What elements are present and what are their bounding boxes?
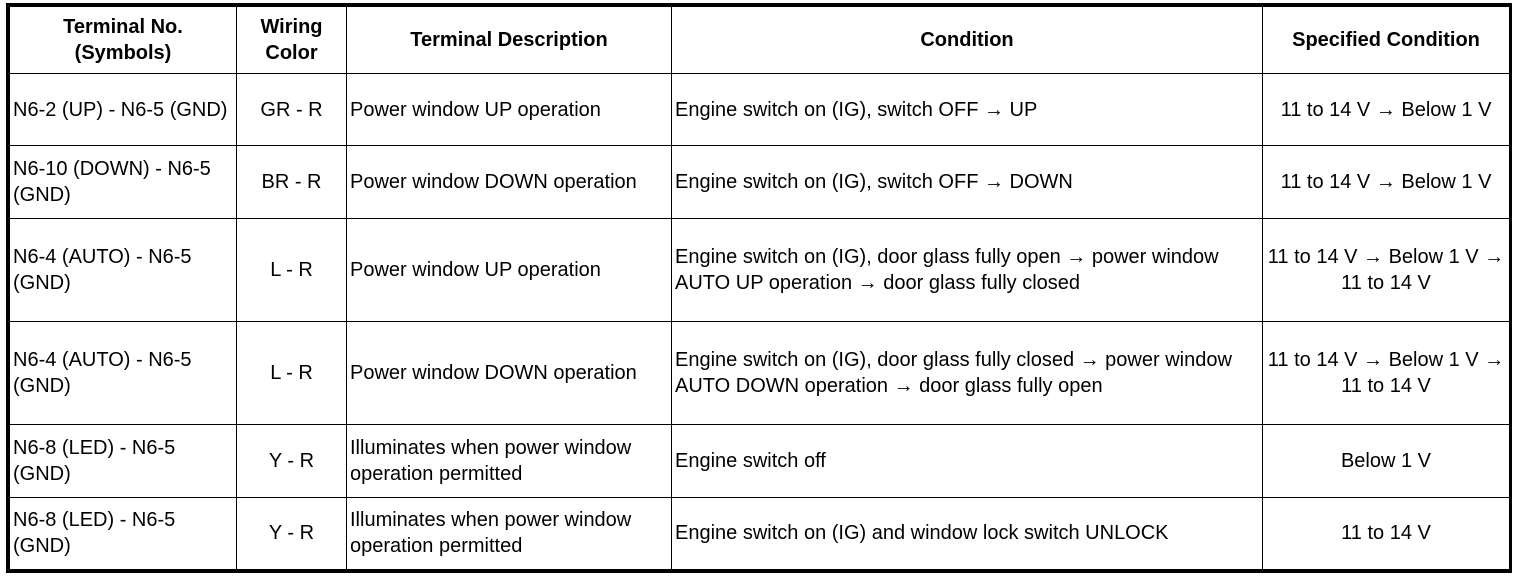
table-row: N6-8 (LED) - N6-5 (GND) Y - R Illuminate…	[9, 496, 1510, 571]
header-wiring-color: Wiring Color	[236, 6, 347, 74]
cell-wiring-color: L - R	[236, 217, 347, 322]
table-row: N6-4 (AUTO) - N6-5 (GND) L - R Power win…	[9, 217, 1510, 322]
cell-specified-condition: 11 to 14 V → Below 1 V → 11 to 14 V	[1262, 217, 1510, 322]
cell-terminal: N6-8 (LED) - N6-5 (GND)	[9, 424, 237, 498]
cell-specified-condition: 11 to 14 V	[1262, 496, 1510, 571]
cell-specified-condition: 11 to 14 V → Below 1 V	[1262, 145, 1510, 219]
cell-specified-condition: 11 to 14 V → Below 1 V	[1262, 72, 1510, 147]
cell-terminal: N6-10 (DOWN) - N6-5 (GND)	[9, 145, 237, 219]
cell-description: Power window DOWN operation	[346, 320, 672, 426]
cell-specified-condition: Below 1 V	[1262, 424, 1510, 498]
header-terminal-description: Terminal Description	[346, 6, 672, 74]
cell-wiring-color: BR - R	[236, 145, 347, 219]
terminal-table-frame: Terminal No. (Symbols) Wiring Color Term…	[6, 3, 1512, 573]
table-row: N6-8 (LED) - N6-5 (GND) Y - R Illuminate…	[9, 424, 1510, 498]
cell-terminal: N6-4 (AUTO) - N6-5 (GND)	[9, 320, 237, 426]
cell-condition: Engine switch on (IG), door glass fully …	[671, 217, 1263, 322]
cell-condition: Engine switch on (IG), door glass fully …	[671, 320, 1263, 426]
cell-terminal: N6-8 (LED) - N6-5 (GND)	[9, 496, 237, 571]
table-row: N6-10 (DOWN) - N6-5 (GND) BR - R Power w…	[9, 145, 1510, 219]
cell-terminal: N6-4 (AUTO) - N6-5 (GND)	[9, 217, 237, 322]
cell-condition: Engine switch on (IG), switch OFF → UP	[671, 72, 1263, 147]
header-condition: Condition	[671, 6, 1263, 74]
terminal-table: Terminal No. (Symbols) Wiring Color Term…	[9, 6, 1510, 571]
cell-terminal: N6-2 (UP) - N6-5 (GND)	[9, 72, 237, 147]
cell-wiring-color: Y - R	[236, 496, 347, 571]
table-header-row: Terminal No. (Symbols) Wiring Color Term…	[9, 6, 1510, 74]
cell-wiring-color: L - R	[236, 320, 347, 426]
cell-wiring-color: GR - R	[236, 72, 347, 147]
cell-specified-condition: 11 to 14 V → Below 1 V → 11 to 14 V	[1262, 320, 1510, 426]
header-terminal-no: Terminal No. (Symbols)	[9, 6, 237, 74]
header-specified-condition: Specified Condition	[1262, 6, 1510, 74]
cell-description: Illuminates when power window operation …	[346, 496, 672, 571]
cell-wiring-color: Y - R	[236, 424, 347, 498]
cell-description: Illuminates when power window operation …	[346, 424, 672, 498]
table-row: N6-2 (UP) - N6-5 (GND) GR - R Power wind…	[9, 72, 1510, 147]
table-row: N6-4 (AUTO) - N6-5 (GND) L - R Power win…	[9, 320, 1510, 426]
cell-description: Power window DOWN operation	[346, 145, 672, 219]
cell-description: Power window UP operation	[346, 217, 672, 322]
cell-condition: Engine switch on (IG), switch OFF → DOWN	[671, 145, 1263, 219]
cell-condition: Engine switch off	[671, 424, 1263, 498]
cell-condition: Engine switch on (IG) and window lock sw…	[671, 496, 1263, 571]
cell-description: Power window UP operation	[346, 72, 672, 147]
